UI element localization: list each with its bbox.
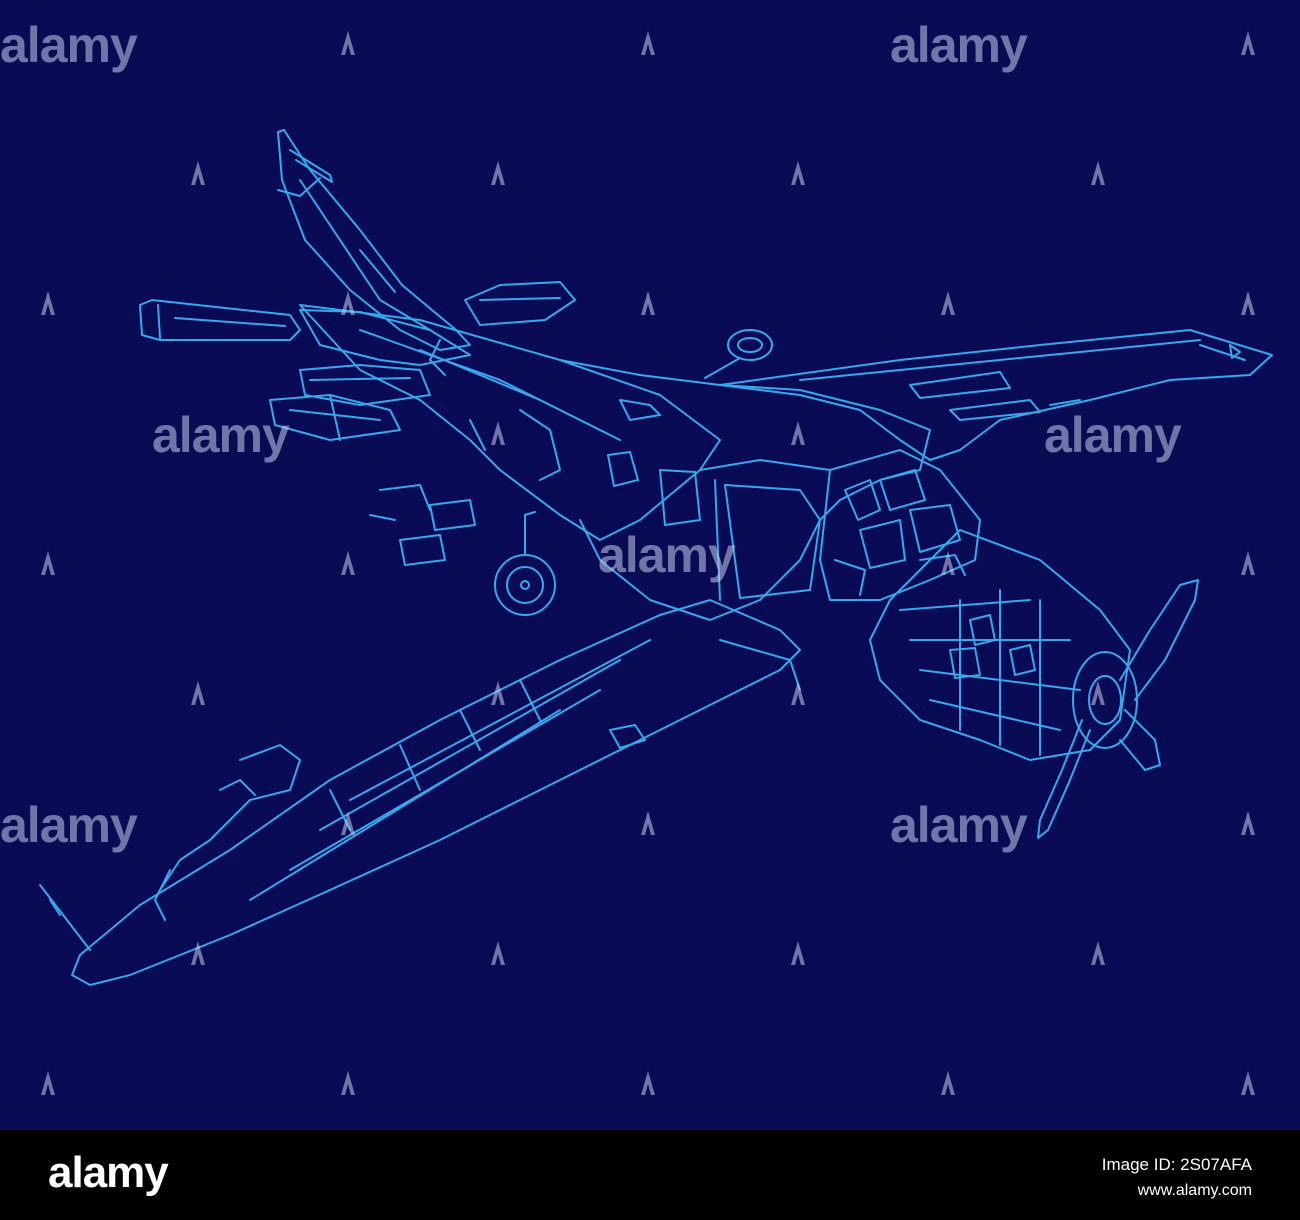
vertical-tail — [277, 129, 471, 351]
left-wing — [39, 599, 801, 986]
footer-logo: alamy — [48, 1148, 169, 1197]
propeller — [1037, 579, 1199, 839]
rear-fuselage — [299, 304, 721, 541]
fuselage-cabin — [559, 359, 981, 621]
right-wing — [719, 329, 1273, 461]
airplane-wireframe — [39, 129, 1273, 986]
engine-cowling — [869, 529, 1131, 761]
top-antenna — [704, 329, 773, 379]
landing-gear — [369, 484, 556, 616]
tail-structure-frames — [269, 281, 576, 441]
footer-bar: alamy Image ID: 2S07AFA www.alamy.com — [0, 1130, 1300, 1220]
image-id-label: Image ID: 2S07AFA — [1101, 1155, 1252, 1174]
footer-url: www.alamy.com — [1137, 1182, 1252, 1199]
